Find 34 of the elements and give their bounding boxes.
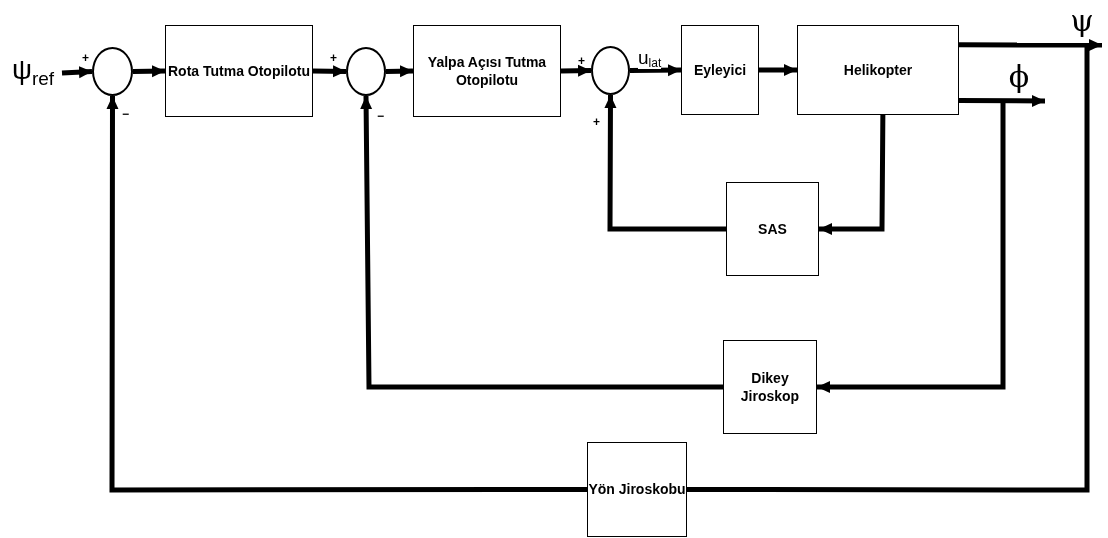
arrow (959, 39, 1102, 51)
sign-label: + (330, 52, 337, 64)
summing-junction (591, 46, 630, 95)
arrow (385, 65, 414, 78)
arrow (132, 65, 166, 78)
connector-line (687, 45, 1090, 493)
arrow (959, 94, 1045, 107)
arrow (629, 64, 682, 77)
sign-label: + (593, 116, 600, 128)
block: Dikey Jiroskop (723, 340, 817, 434)
arrow (759, 64, 797, 76)
sign-label: − (377, 110, 384, 122)
arrow (360, 95, 723, 390)
arrow (817, 101, 1006, 393)
output-signal-label: ψ (1062, 6, 1102, 36)
arrow (106, 96, 587, 493)
sign-label: + (82, 52, 89, 64)
output-signal-label: ϕ (993, 62, 1045, 92)
sign-label: + (578, 55, 585, 67)
arrow (604, 95, 726, 232)
arrow (312, 65, 347, 78)
block: Eyleyici (681, 25, 759, 115)
block: Rota Tutma Otopilotu (165, 25, 313, 117)
sign-label: − (122, 108, 129, 120)
block: SAS (726, 182, 819, 276)
input-signal-label: ψ$_{ref}$ (12, 56, 55, 88)
arrow (819, 115, 886, 235)
arrow (560, 64, 592, 77)
block: Yön Jiroskobu (587, 442, 687, 537)
block: Helikopter (797, 25, 959, 115)
summing-junction (92, 47, 133, 96)
arrow (61, 66, 93, 79)
summing-junction (346, 47, 386, 96)
block: Yalpa Açısı Tutma Otopilotu (413, 25, 561, 117)
